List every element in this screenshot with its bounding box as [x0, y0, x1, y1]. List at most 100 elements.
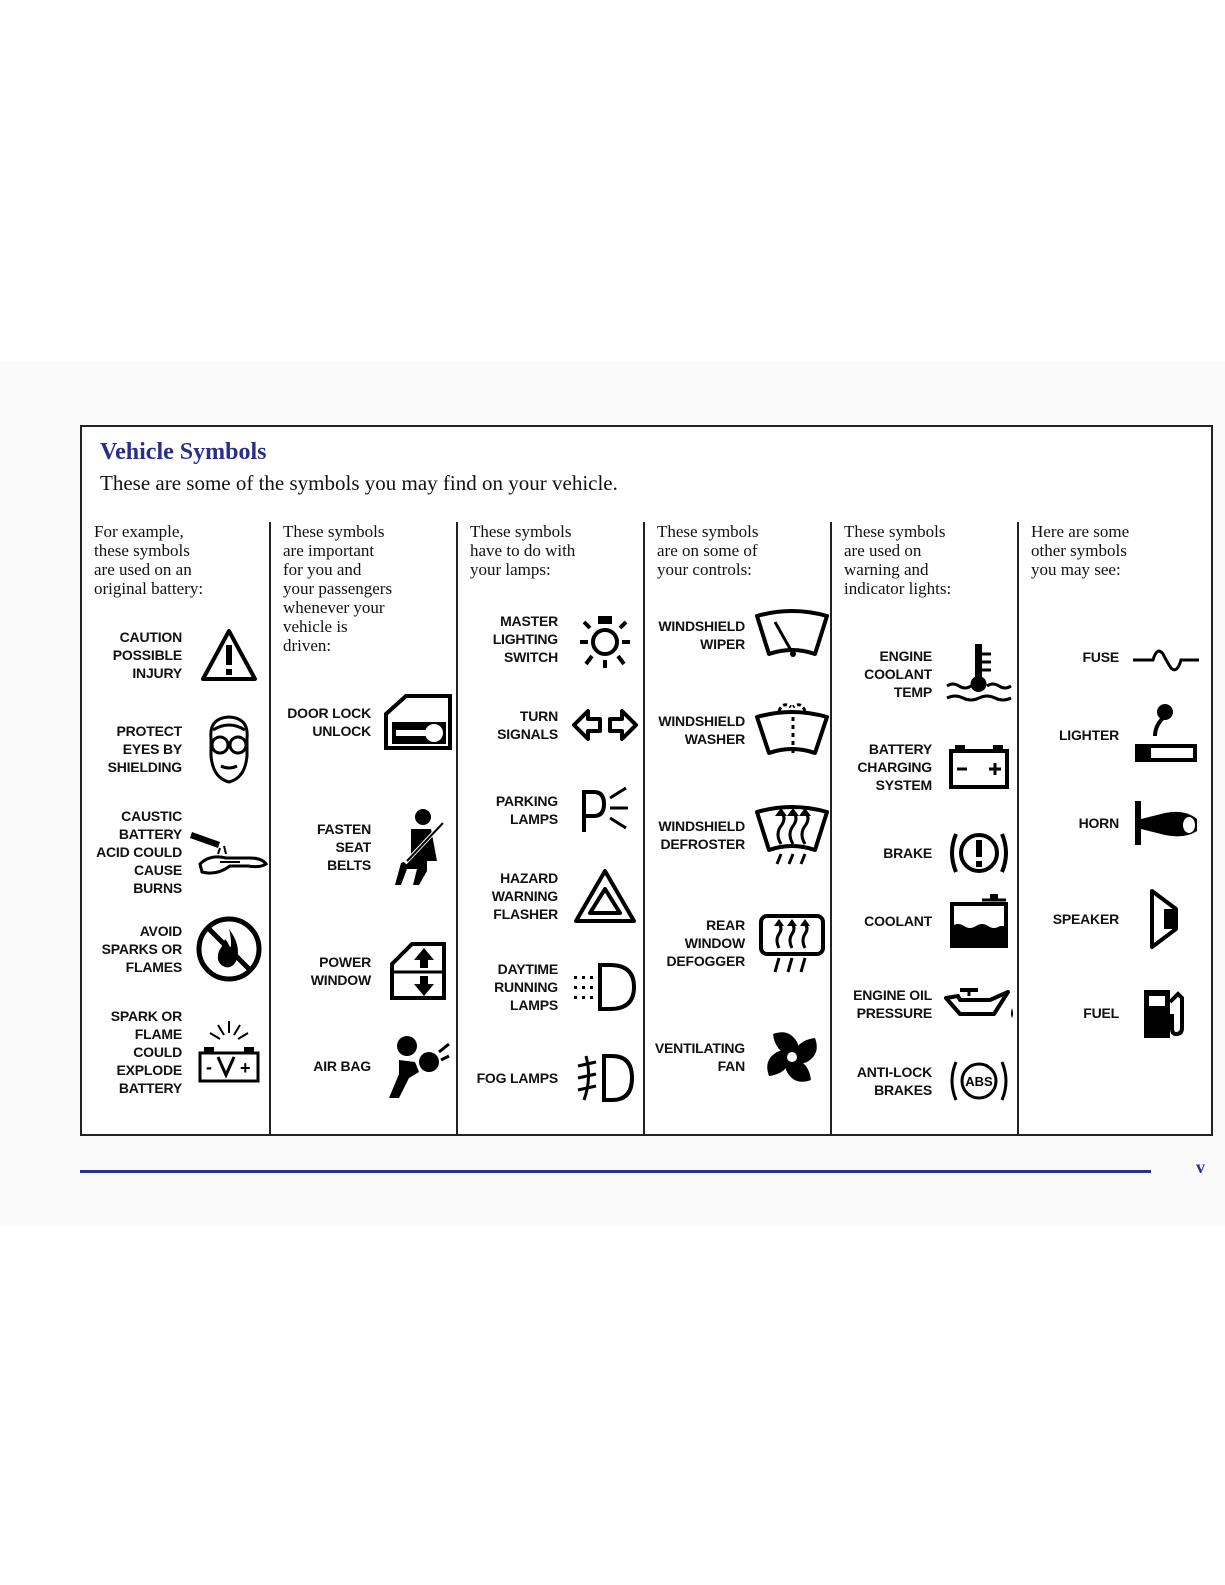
symbol-hazard-flasher: HAZARD WARNING FLASHER: [458, 867, 647, 925]
symbol-label: ENGINE OIL PRESSURE: [853, 987, 932, 1021]
symbol-label: PROTECT EYES BY SHIELDING: [107, 723, 183, 775]
column-intro: These symbols are important for you and …: [283, 522, 393, 655]
column-lamps: These symbols have to do with your lamps…: [456, 522, 647, 1134]
exploding-battery-icon: -+: [188, 1019, 270, 1085]
symbol-label: HAZARD WARNING FLASHER: [491, 870, 558, 922]
svg-text:+: +: [240, 1058, 251, 1078]
symbol-seat-belts: FASTEN SEAT BELTS: [271, 807, 460, 887]
symbol-label: COOLANT: [864, 913, 932, 929]
symbol-power-window: POWER WINDOW: [271, 940, 460, 1002]
symbol-label: POWER WINDOW: [310, 954, 371, 988]
acid-hand-icon: [188, 824, 270, 880]
symbol-label: AIR BAG: [313, 1058, 371, 1074]
parking-lamps-icon: [564, 784, 646, 836]
symbol-label: FUEL: [1083, 1005, 1119, 1021]
symbol-caution: CAUTION POSSIBLE INJURY: [82, 627, 271, 683]
symbol-label: TURN SIGNALS: [497, 708, 558, 742]
symbol-rear-defogger: REAR WINDOW DEFOGGER: [645, 912, 834, 974]
page-number: v: [1196, 1157, 1205, 1177]
symbol-avoid-flames: AVOID SPARKS OR FLAMES: [82, 915, 271, 983]
svg-text:-: -: [206, 1057, 212, 1077]
lighter-icon: [1125, 702, 1207, 768]
symbol-daytime-running-lamps: DAYTIME RUNNING LAMPS: [458, 960, 647, 1014]
column-intro: These symbols are used on warning and in…: [844, 522, 952, 598]
ventilating-fan-icon: [751, 1022, 833, 1092]
column-controls: These symbols are on some of your contro…: [643, 522, 834, 1134]
windshield-defroster-icon: [751, 804, 833, 866]
symbol-label: CAUTION POSSIBLE INJURY: [112, 629, 182, 681]
symbol-door-lock: DOOR LOCK UNLOCK: [271, 692, 460, 752]
symbol-label: DOOR LOCK UNLOCK: [287, 705, 371, 739]
symbol-caustic-acid: CAUSTIC BATTERY ACID COULD CAUSE BURNS: [82, 807, 271, 897]
symbol-ventilating-fan: VENTILATING FAN: [645, 1022, 834, 1092]
symbol-label: PARKING LAMPS: [495, 793, 558, 827]
symbol-label: DAYTIME RUNNING LAMPS: [494, 961, 558, 1013]
windshield-wiper-icon: [751, 608, 833, 662]
column-safety: These symbols are important for you and …: [269, 522, 460, 1134]
coolant-level-icon: [938, 892, 1020, 950]
rear-defogger-icon: [751, 912, 833, 974]
column-warning-lights: These symbols are used on warning and in…: [830, 522, 1021, 1134]
column-intro: These symbols have to do with your lamps…: [470, 522, 576, 579]
speaker-icon: [1125, 887, 1207, 951]
symbol-label: LIGHTER: [1058, 727, 1119, 743]
symbol-label: SPEAKER: [1052, 911, 1119, 927]
symbol-label: FASTEN SEAT BELTS: [316, 821, 371, 873]
symbol-label: WINDSHIELD WASHER: [658, 713, 745, 747]
symbol-label: ENGINE COOLANT TEMP: [864, 648, 932, 700]
symbol-coolant-temp: ENGINE COOLANT TEMP: [832, 642, 1021, 706]
panel-title: Vehicle Symbols: [100, 439, 267, 465]
oil-can-icon: [938, 984, 1020, 1024]
symbol-label: AVOID SPARKS OR FLAMES: [101, 923, 183, 975]
horn-icon: [1125, 797, 1207, 849]
symbol-fuse: FUSE: [1019, 642, 1208, 672]
symbol-speaker: SPEAKER: [1019, 887, 1208, 951]
footer-rule: [80, 1170, 1151, 1173]
hazard-triangle-icon: [564, 867, 646, 925]
symbol-label: REAR WINDOW DEFOGGER: [666, 917, 745, 969]
fuse-icon: [1125, 642, 1207, 672]
symbol-fog-lamps: FOG LAMPS: [458, 1052, 647, 1104]
symbol-label: FUSE: [1082, 649, 1119, 665]
symbol-label: VENTILATING FAN: [654, 1040, 745, 1074]
no-flame-icon: [188, 915, 270, 983]
symbol-protect-eyes: PROTECT EYES BY SHIELDING: [82, 712, 271, 786]
symbol-turn-signals: TURN SIGNALS: [458, 707, 647, 743]
symbol-label: MASTER LIGHTING SWITCH: [492, 613, 558, 665]
symbol-anti-lock-brakes: ANTI-LOCK BRAKES ABS: [832, 1056, 1021, 1106]
air-bag-icon: [377, 1032, 459, 1100]
symbol-label: WINDSHIELD WIPER: [658, 618, 745, 652]
column-battery: For example, these symbols are used on a…: [82, 522, 271, 1134]
symbol-explode-battery: SPARK OR FLAME COULD EXPLODE BATTERY -+: [82, 1007, 271, 1097]
symbol-label: FOG LAMPS: [476, 1070, 559, 1086]
symbol-label: CAUSTIC BATTERY ACID COULD CAUSE BURNS: [96, 808, 182, 896]
symbol-windshield-defroster: WINDSHIELD DEFROSTER: [645, 804, 834, 866]
symbol-label: HORN: [1078, 815, 1120, 831]
symbol-label: BATTERY CHARGING SYSTEM: [857, 741, 932, 793]
symbol-windshield-wiper: WINDSHIELD WIPER: [645, 608, 834, 662]
symbol-parking-lamps: PARKING LAMPS: [458, 784, 647, 836]
warning-triangle-icon: [188, 627, 270, 683]
symbol-horn: HORN: [1019, 797, 1208, 849]
brake-warning-icon: [938, 826, 1020, 880]
abs-icon: ABS: [938, 1056, 1020, 1106]
symbol-windshield-washer: WINDSHIELD WASHER: [645, 697, 834, 763]
symbol-air-bag: AIR BAG: [271, 1032, 460, 1100]
symbol-label: WINDSHIELD DEFROSTER: [658, 818, 745, 852]
column-intro: Here are some other symbols you may see:: [1031, 522, 1130, 579]
power-window-icon: [377, 940, 459, 1002]
seat-belt-icon: [377, 807, 459, 887]
fog-lamps-icon: [564, 1052, 646, 1104]
symbol-coolant: COOLANT: [832, 892, 1021, 950]
symbol-label: ANTI-LOCK BRAKES: [856, 1064, 932, 1098]
fuel-pump-icon: [1125, 984, 1207, 1042]
symbol-engine-oil-pressure: ENGINE OIL PRESSURE: [832, 984, 1021, 1024]
symbol-battery-charging: BATTERY CHARGING SYSTEM: [832, 740, 1021, 794]
svg-text:ABS: ABS: [965, 1074, 993, 1089]
windshield-washer-icon: [751, 697, 833, 763]
panel-subtitle: These are some of the symbols you may fi…: [100, 471, 618, 495]
column-intro: For example, these symbols are used on a…: [94, 522, 204, 598]
symbol-lighter: LIGHTER: [1019, 702, 1208, 768]
column-other: Here are some other symbols you may see:…: [1017, 522, 1208, 1134]
master-lighting-icon: [564, 608, 646, 670]
